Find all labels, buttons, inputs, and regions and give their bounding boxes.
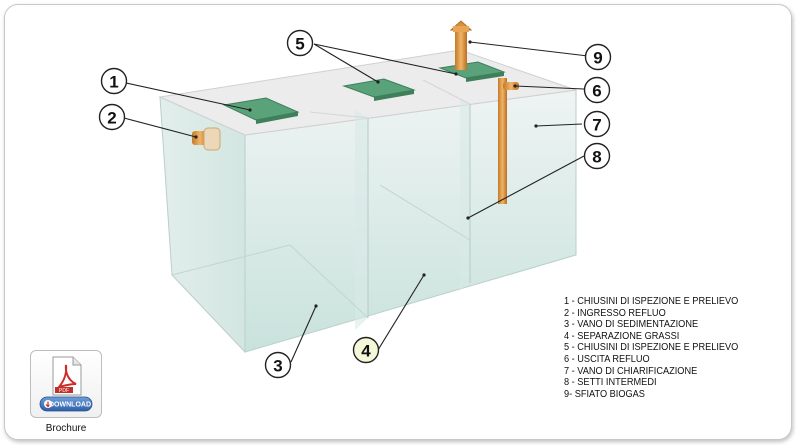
callout-9: 9	[584, 43, 612, 71]
inlet-pipe	[192, 127, 221, 151]
legend-item: 7 - VANO DI CHIARIFICAZIONE	[564, 365, 698, 377]
svg-text:4: 4	[361, 342, 371, 361]
svg-text:7: 7	[592, 116, 601, 135]
svg-text:8: 8	[592, 148, 601, 167]
legend-item: 2 - INGRESSO REFLUO	[564, 307, 666, 319]
legend: 1 - CHIUSINI DI ISPEZIONE E PRELIEVO 2 -…	[564, 296, 738, 400]
svg-text:2: 2	[107, 109, 116, 128]
legend-item: 1 - CHIUSINI DI ISPEZIONE E PRELIEVO	[564, 296, 739, 307]
partition-wall	[460, 98, 470, 290]
legend-item: 4 - SEPARAZIONE GRASSI	[564, 330, 680, 342]
biogas-vent	[449, 20, 473, 70]
top-partition-line	[309, 111, 369, 119]
svg-text:1: 1	[109, 73, 118, 92]
svg-text:PDF: PDF	[59, 388, 69, 394]
leader-dots	[194, 40, 538, 308]
svg-text:6: 6	[592, 82, 601, 101]
callout-2: 2	[98, 103, 126, 131]
tank-front-face	[244, 89, 577, 353]
floor-line	[379, 184, 471, 241]
pdf-badge	[55, 387, 73, 393]
callout-1: 1	[100, 67, 128, 95]
callout-7: 7	[583, 110, 611, 138]
lid-2	[342, 78, 416, 101]
callout-5: 5	[286, 29, 314, 57]
legend-item: 6 - USCITA REFLUO	[564, 353, 650, 365]
floor-line	[289, 244, 369, 319]
svg-text:3: 3	[273, 357, 282, 376]
floor-line	[171, 244, 291, 276]
leader-lines	[123, 41, 589, 363]
legend-item: 9- SFIATO BIOGAS	[564, 388, 645, 400]
callout-6: 6	[583, 76, 611, 104]
partition-wall	[355, 110, 368, 330]
download-pill	[39, 396, 93, 412]
legend-item: 5 - CHIUSINI DI ISPEZIONE E PRELIEVO	[564, 342, 739, 354]
callout-8: 8	[583, 142, 611, 170]
svg-text:9: 9	[593, 49, 602, 68]
brochure-download-button[interactable]: PDF DOWNLOAD	[30, 350, 102, 418]
legend-item: 3 - VANO DI SEDIMENTAZIONE	[564, 319, 699, 331]
outlet-pipe	[498, 78, 519, 204]
top-partition-line	[422, 79, 471, 105]
callout-4: 4	[352, 336, 380, 364]
svg-text:DOWNLOAD: DOWNLOAD	[49, 402, 91, 409]
lid-1	[222, 97, 300, 124]
pdf-download-icon: PDF DOWNLOAD	[39, 356, 93, 412]
svg-text:5: 5	[295, 35, 304, 54]
brochure-label[interactable]: Brochure	[45, 423, 87, 434]
callout-3: 3	[264, 351, 292, 379]
legend-item: 8 - SETTI INTERMEDI	[564, 377, 657, 389]
